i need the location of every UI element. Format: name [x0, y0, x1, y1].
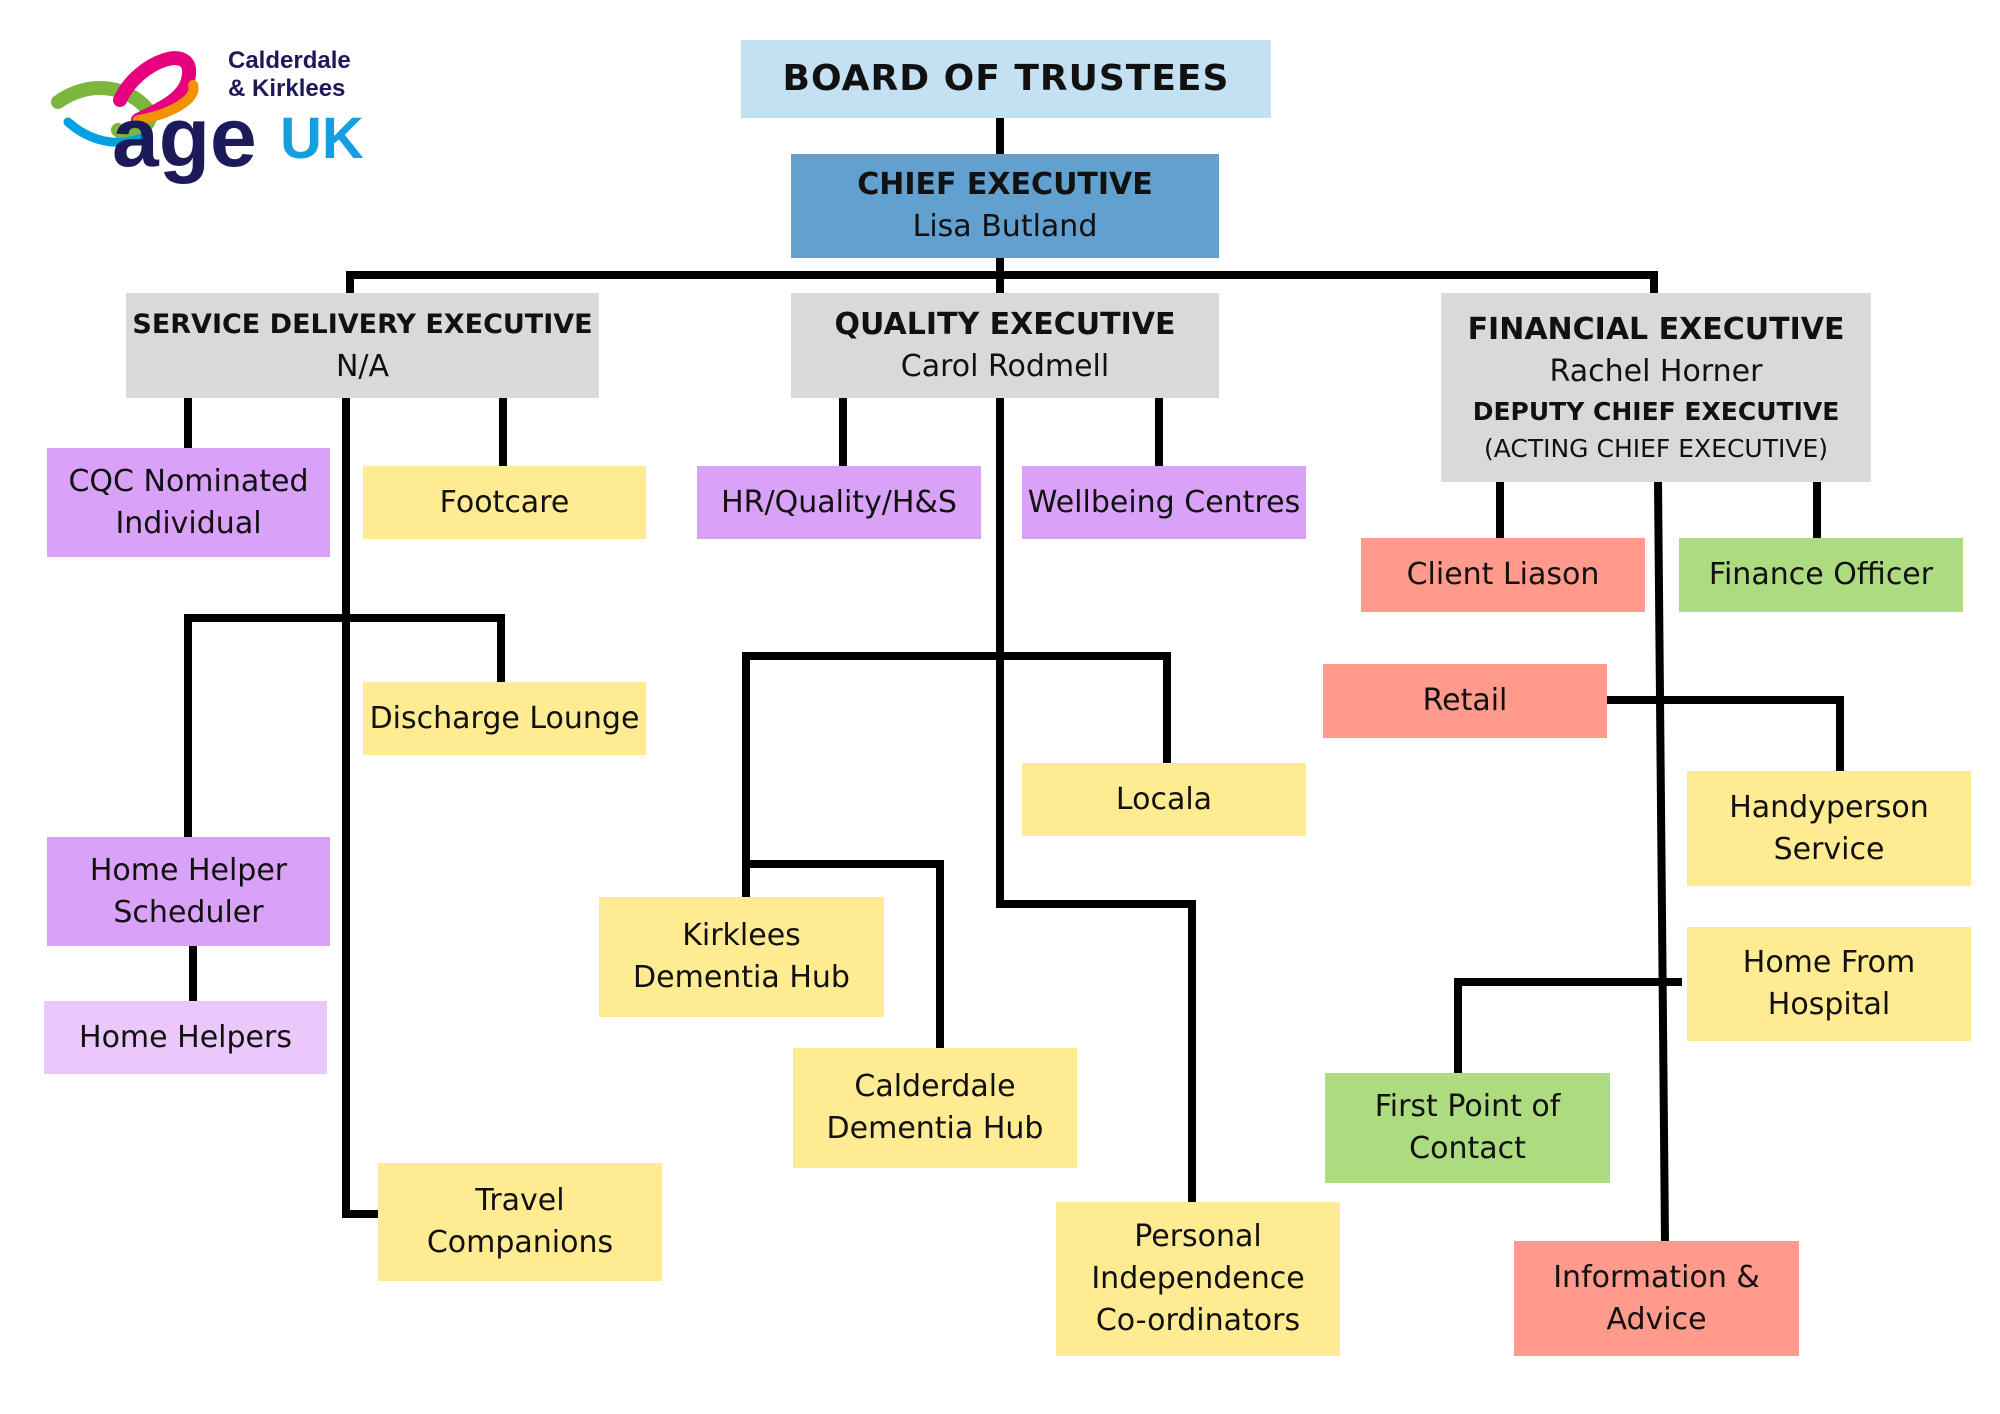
unit-label: Home Helper — [89, 852, 288, 888]
kirklees-dementia-hub-box: Kirklees Dementia Hub — [599, 897, 884, 1017]
home-helpers-box: Home Helpers — [44, 1001, 327, 1074]
financial-executive-box: FINANCIAL EXECUTIVE Rachel Horner DEPUTY… — [1441, 293, 1871, 482]
travel-companions-box: Travel Companions — [378, 1163, 662, 1281]
home-from-hospital-box: Home From Hospital — [1687, 927, 1971, 1041]
unit-label: First Point of — [1374, 1089, 1561, 1124]
unit-label: Information & — [1553, 1259, 1760, 1295]
board-title: BOARD OF TRUSTEES — [782, 58, 1230, 99]
unit-label: Individual — [115, 505, 262, 541]
quality-exec-title: QUALITY EXECUTIVE — [834, 306, 1176, 342]
service-exec-name: N/A — [335, 348, 390, 384]
unit-label: Companions — [426, 1225, 614, 1260]
unit-label: Home From — [1742, 945, 1916, 980]
unit-label: Scheduler — [113, 894, 264, 930]
unit-label: Advice — [1606, 1301, 1707, 1337]
quality-exec-name: Carol Rodmell — [900, 348, 1110, 384]
logo-line2: & Kirklees — [228, 75, 345, 102]
logo-line1: Calderdale — [228, 47, 351, 74]
unit-label: Finance Officer — [1708, 557, 1934, 592]
client-liason-box: Client Liason — [1361, 538, 1645, 612]
unit-label: Travel — [475, 1183, 565, 1218]
age-uk-logo: Calderdale & Kirklees age UK — [51, 47, 364, 184]
unit-label: Home Helpers — [79, 1019, 292, 1055]
unit-label: Contact — [1409, 1131, 1526, 1166]
personal-independence-coordinators-box: Personal Independence Co-ordinators — [1056, 1202, 1340, 1356]
logo-word-age: age — [112, 90, 257, 184]
hr-quality-hs-box: HR/Quality/H&S — [697, 466, 981, 539]
footcare-box: Footcare — [363, 466, 646, 539]
home-helper-scheduler-box: Home Helper Scheduler — [47, 837, 330, 946]
ceo-name: Lisa Butland — [912, 209, 1098, 244]
unit-label: Dementia Hub — [826, 1111, 1044, 1146]
first-point-of-contact-box: First Point of Contact — [1325, 1073, 1610, 1183]
unit-label: Locala — [1115, 781, 1213, 817]
unit-label: Retail — [1422, 683, 1508, 718]
unit-label: Hospital — [1767, 987, 1891, 1022]
service-delivery-executive-box: SERVICE DELIVERY EXECUTIVE N/A — [126, 293, 599, 398]
discharge-lounge-box: Discharge Lounge — [363, 682, 646, 755]
unit-label: Wellbeing Centres — [1027, 484, 1301, 520]
locala-box: Locala — [1022, 763, 1306, 836]
calderdale-dementia-hub-box: Calderdale Dementia Hub — [793, 1048, 1077, 1168]
service-exec-title: SERVICE DELIVERY EXECUTIVE — [132, 308, 593, 340]
logo-swoosh — [113, 51, 197, 127]
unit-label: Co-ordinators — [1095, 1303, 1301, 1338]
board-of-trustees-box: BOARD OF TRUSTEES — [741, 40, 1271, 118]
unit-label: CQC Nominated — [68, 463, 309, 499]
unit-label: Service — [1773, 831, 1885, 867]
financial-exec-name: Rachel Horner — [1549, 353, 1763, 389]
cqc-nominated-individual-box: CQC Nominated Individual — [47, 448, 330, 557]
unit-label: HR/Quality/H&S — [721, 484, 957, 520]
finance-officer-box: Finance Officer — [1679, 538, 1963, 612]
ceo-title: CHIEF EXECUTIVE — [857, 167, 1153, 202]
unit-label: Calderdale — [854, 1069, 1016, 1104]
handyperson-service-box: Handyperson Service — [1687, 771, 1971, 886]
unit-label: Kirklees — [682, 918, 801, 953]
unit-label: Client Liason — [1406, 557, 1600, 592]
retail-box: Retail — [1323, 664, 1607, 738]
deputy-ceo-label: DEPUTY CHIEF EXECUTIVE — [1472, 396, 1840, 426]
unit-label: Handyperson — [1729, 789, 1929, 825]
unit-label: Dementia Hub — [633, 960, 850, 995]
unit-label: Discharge Lounge — [369, 700, 640, 736]
unit-label: Personal — [1134, 1219, 1262, 1254]
logo-swoosh — [133, 80, 199, 125]
unit-label: Independence — [1091, 1261, 1305, 1296]
logo-word-uk: UK — [280, 106, 364, 171]
acting-ceo-label: (ACTING CHIEF EXECUTIVE) — [1483, 433, 1829, 463]
wellbeing-centres-box: Wellbeing Centres — [1022, 466, 1306, 539]
logo-swoosh — [63, 117, 153, 147]
connector — [1654, 481, 1669, 1242]
information-advice-box: Information & Advice — [1514, 1241, 1799, 1356]
chief-executive-box: CHIEF EXECUTIVE Lisa Butland — [791, 154, 1219, 258]
unit-label: Footcare — [439, 484, 570, 520]
quality-executive-box: QUALITY EXECUTIVE Carol Rodmell — [791, 293, 1219, 398]
financial-exec-title: FINANCIAL EXECUTIVE — [1467, 311, 1845, 347]
